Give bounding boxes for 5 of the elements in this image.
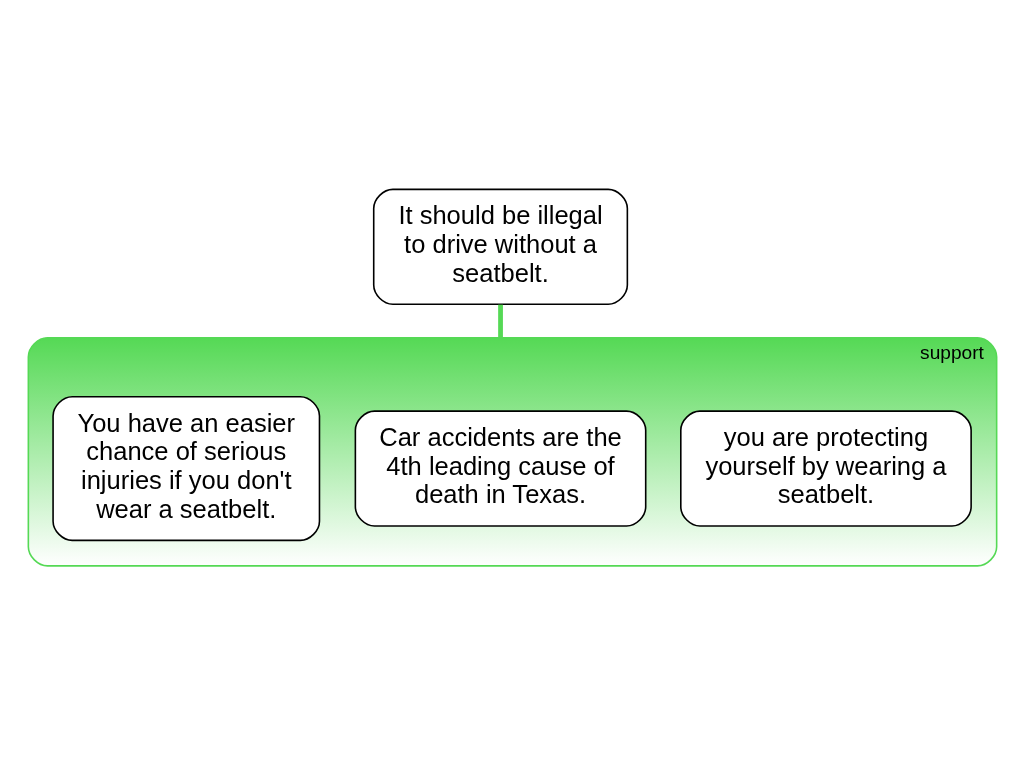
node-box: It should be illegal to drive without a seatbelt. xyxy=(372,188,628,306)
connector xyxy=(497,304,503,338)
node-box: you are protecting yourself by wearing a seatbelt. xyxy=(679,410,972,527)
node-box: You have an easier chance of serious injuries if you don't wear a seatbelt. xyxy=(51,395,320,542)
node-box: Car accidents are the 4th leading cause of death in Texas. xyxy=(354,410,646,527)
